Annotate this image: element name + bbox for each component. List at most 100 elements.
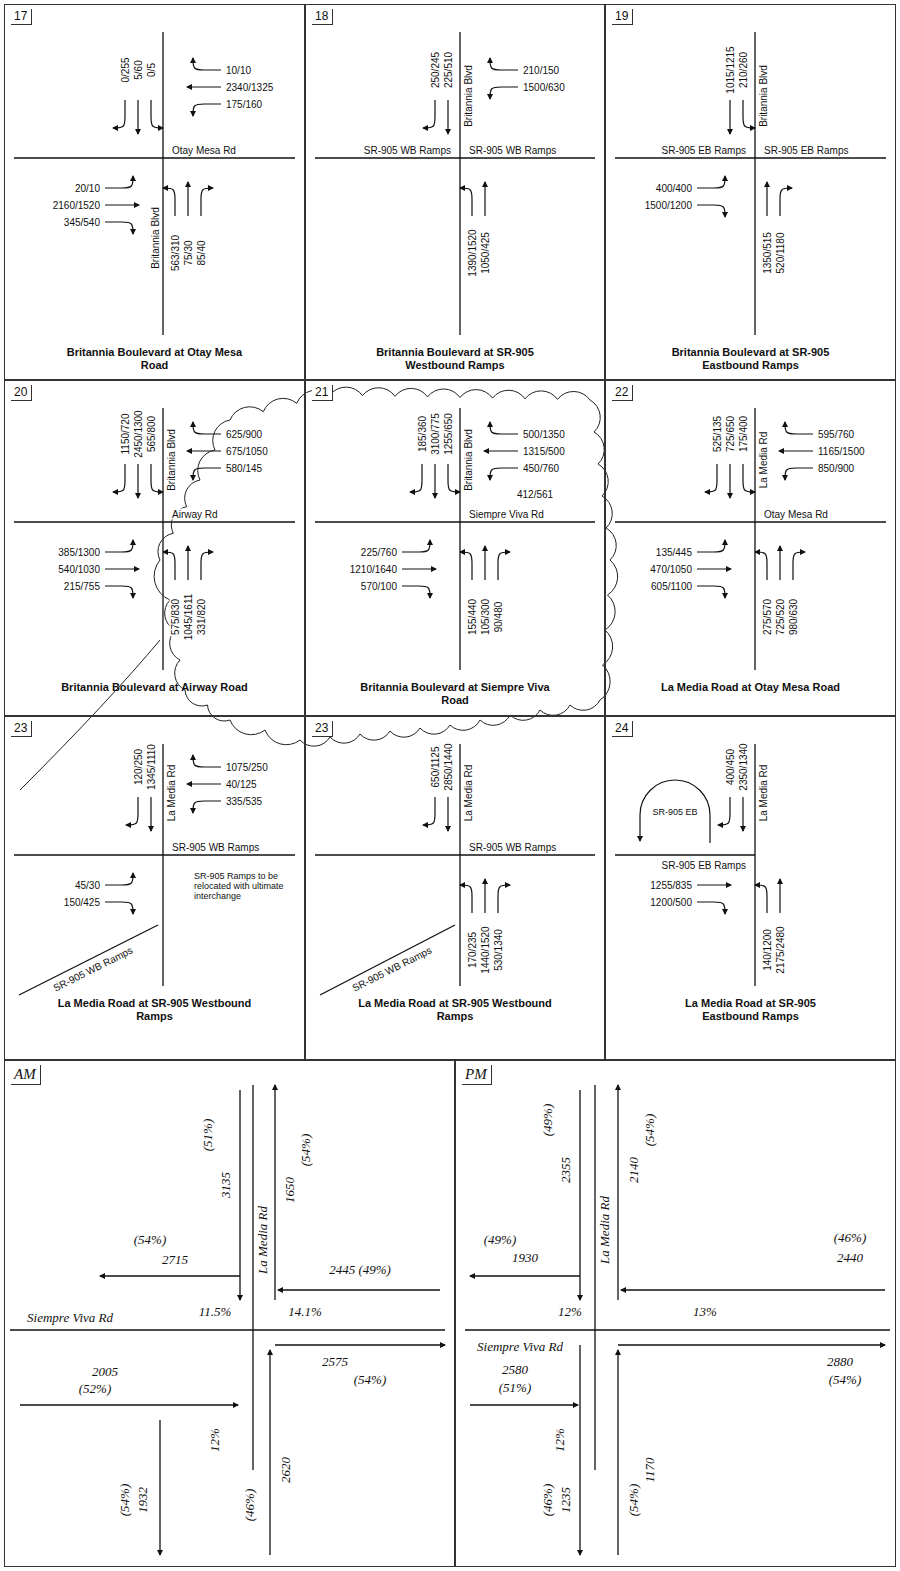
volume-label: 210/260 xyxy=(738,51,749,89)
volume-label: 12% xyxy=(553,1427,567,1453)
movement-arrow xyxy=(402,586,430,598)
volume-label: 3135 xyxy=(219,1171,233,1199)
street-label: SR-905 WB Ramps xyxy=(468,842,557,853)
movement-arrow xyxy=(105,902,133,914)
volume-label: 12% xyxy=(208,1427,222,1453)
volume-arrow xyxy=(621,1289,885,1290)
volume-label: 605/1100 xyxy=(650,581,693,592)
street-label: SR-905 WB Ramps xyxy=(51,944,136,994)
road-line xyxy=(594,1085,595,1470)
movement-arrow xyxy=(780,188,792,216)
street-label: SR-905 WB Ramps xyxy=(468,145,557,156)
volume-label: 1500/1200 xyxy=(644,200,693,211)
volume-label: 725/650 xyxy=(725,415,736,453)
movement-arrow xyxy=(105,873,133,885)
movement-arrow xyxy=(447,797,448,831)
volume-label: 105/300 xyxy=(480,598,491,636)
movement-arrow xyxy=(755,552,767,580)
movement-arrow xyxy=(697,902,725,914)
street-label: Siempre Viva Rd xyxy=(468,509,545,520)
volume-label: 2880 xyxy=(826,1355,854,1369)
volume-label: 385/1300 xyxy=(57,547,101,558)
movement-arrow xyxy=(105,222,133,234)
panel-caption: La Media Road at SR-905 Eastbound Ramps xyxy=(656,997,845,1023)
volume-label: (54%) xyxy=(643,1113,657,1148)
volume-label: (54%) xyxy=(133,1233,168,1247)
movement-arrow xyxy=(490,468,518,480)
panel-caption: La Media Road at Otay Mesa Road xyxy=(656,681,845,694)
volume-label: 675/1050 xyxy=(225,446,269,457)
movement-arrow xyxy=(193,104,221,116)
movement-arrow xyxy=(743,100,755,128)
movement-arrow xyxy=(743,464,755,492)
volume-label: 1390/1520 xyxy=(467,228,478,277)
road-line xyxy=(14,157,295,158)
volume-label: 85/40 xyxy=(196,239,207,266)
volume-arrow xyxy=(470,1275,580,1276)
volume-label: 1210/1640 xyxy=(349,564,398,575)
panel-caption: La Media Road at SR-905 Westbound Ramps xyxy=(356,997,554,1023)
movement-arrow xyxy=(193,755,221,767)
volume-label: 40/125 xyxy=(225,779,258,790)
street-label: La Media Rd xyxy=(598,1195,612,1265)
volume-label: 12% xyxy=(557,1305,583,1319)
volume-label: 2580 xyxy=(501,1363,529,1377)
movement-arrow xyxy=(697,205,725,217)
volume-label: 0/255 xyxy=(120,56,131,83)
volume-label: 11.5% xyxy=(198,1305,233,1319)
movement-arrow xyxy=(105,204,139,205)
road-line xyxy=(19,925,158,995)
street-label: Otay Mesa Rd xyxy=(763,509,829,520)
volume-label: 2445 (49%) xyxy=(328,1263,392,1277)
volume-label: 520/1180 xyxy=(775,232,786,275)
volume-label: (46%) xyxy=(243,1488,257,1523)
volume-label: 1255/650 xyxy=(443,412,454,456)
movement-arrow xyxy=(697,540,725,552)
road-line xyxy=(162,744,163,986)
volume-label: (54%) xyxy=(353,1373,388,1387)
street-label: SR-905 EB Ramps xyxy=(763,145,849,156)
volume-arrow xyxy=(269,1350,270,1555)
movement-arrow xyxy=(490,87,518,99)
volume-label: 120/250 xyxy=(133,748,144,786)
volume-label: (54%) xyxy=(118,1483,132,1518)
road-line xyxy=(252,1085,253,1470)
volume-label: 563/310 xyxy=(170,234,181,272)
movement-arrow xyxy=(484,450,518,451)
road-line xyxy=(315,854,595,855)
street-label: SR-905 WB Ramps xyxy=(363,145,452,156)
street-label: SR-905 EB Ramps xyxy=(661,145,747,156)
road-line xyxy=(754,744,755,986)
volume-label: 2005 xyxy=(91,1365,119,1379)
movement-arrow xyxy=(187,783,221,784)
volume-label: (46%) xyxy=(833,1231,868,1245)
volume-label: 2355 xyxy=(559,1156,573,1184)
movement-arrow xyxy=(484,546,485,580)
movement-arrow xyxy=(137,464,138,498)
volume-label: 135/445 xyxy=(655,547,693,558)
volume-label: 1315/500 xyxy=(522,446,566,457)
movement-arrow xyxy=(410,464,422,492)
volume-label: 345/540 xyxy=(63,217,101,228)
volume-label: 540/1030 xyxy=(57,564,101,575)
intersection-panel: 19Britannia Boulevard at SR-905 Eastboun… xyxy=(605,4,896,380)
intersection-panel: 23La Media Road at SR-905 Westbound Ramp… xyxy=(305,716,605,1060)
volume-label: 2160/1520 xyxy=(52,200,101,211)
street-label: SR-905 Ramps to be relocated with ultima… xyxy=(193,872,295,902)
movement-arrow xyxy=(423,797,435,825)
volume-label: 275/570 xyxy=(762,598,773,636)
movement-arrow xyxy=(697,568,731,569)
volume-arrow xyxy=(274,1085,275,1300)
movement-arrow xyxy=(460,552,472,580)
panel-number: 17 xyxy=(11,9,32,25)
panel-caption: Britannia Boulevard at Otay Mesa Road xyxy=(55,346,254,372)
movement-arrow xyxy=(697,884,731,885)
road-line xyxy=(14,854,295,855)
volume-label: (52%) xyxy=(78,1382,113,1396)
panel-caption: Britannia Boulevard at Siempre Viva Road xyxy=(356,681,554,707)
volume-arrow xyxy=(275,1344,445,1345)
street-label: Britannia Blvd xyxy=(166,428,177,492)
street-label: Siempre Viva Rd xyxy=(476,1340,564,1354)
panel-number: 21 xyxy=(312,385,333,401)
movement-arrow xyxy=(755,885,767,913)
